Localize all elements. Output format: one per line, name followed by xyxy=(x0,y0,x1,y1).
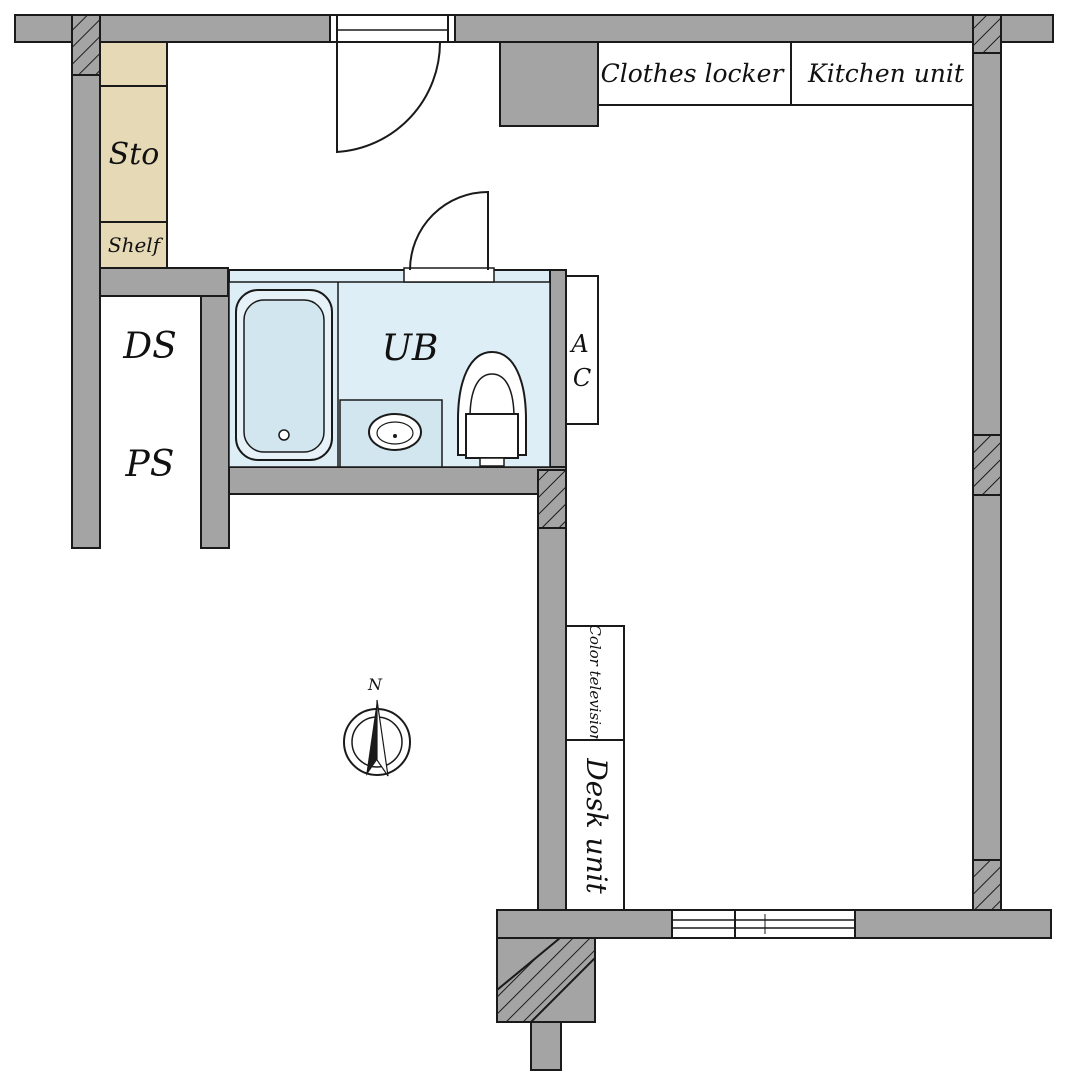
window xyxy=(671,909,856,939)
desk-unit: Desk unit xyxy=(565,739,625,911)
shelf-label: Shelf xyxy=(108,233,164,257)
bathtub-icon xyxy=(235,289,333,461)
divider-wall xyxy=(537,493,567,911)
clothes-locker: Clothes locker xyxy=(597,41,792,106)
ds-label: DS xyxy=(122,326,177,367)
duct-pipe-space: DS PS xyxy=(122,326,177,485)
color-tv-label: Color television xyxy=(586,624,604,743)
shaft-mid-wall xyxy=(200,295,230,549)
hatched-wall-sections xyxy=(71,14,1002,1023)
top-wall-right xyxy=(454,14,1054,43)
bottom-wall-left xyxy=(496,909,673,939)
shaft-top-wall xyxy=(99,267,229,297)
air-conditioner: A C xyxy=(565,275,599,425)
color-television: Color television xyxy=(565,624,625,744)
unit-bath: UB xyxy=(228,190,551,468)
bath-right-wall xyxy=(549,269,567,468)
washbasin-icon xyxy=(339,399,443,468)
column-stub xyxy=(530,1021,562,1071)
column-entry xyxy=(499,41,599,127)
entry-door[interactable] xyxy=(329,14,456,154)
ac-label-a: A xyxy=(569,330,588,358)
top-wall-left xyxy=(14,14,331,43)
kitchen-unit: Kitchen unit xyxy=(790,41,974,106)
north-compass-icon: N xyxy=(343,675,411,777)
unit-bath-label: UB xyxy=(382,328,439,369)
storage-label: Sto xyxy=(109,137,160,172)
compass-north-label: N xyxy=(367,675,383,694)
kitchen-unit-label: Kitchen unit xyxy=(807,59,965,88)
toilet-icon xyxy=(457,350,527,467)
walls xyxy=(14,14,1054,1071)
bath-door[interactable] xyxy=(403,190,495,283)
bath-bottom-wall xyxy=(228,466,567,495)
bottom-wall-right xyxy=(854,909,1052,939)
clothes-locker-label: Clothes locker xyxy=(601,59,786,88)
ps-label: PS xyxy=(125,444,175,485)
left-wall xyxy=(71,41,101,549)
storage: Sto Shelf xyxy=(99,41,168,269)
ac-label-c: C xyxy=(573,364,591,392)
desk-unit-label: Desk unit xyxy=(580,757,613,894)
